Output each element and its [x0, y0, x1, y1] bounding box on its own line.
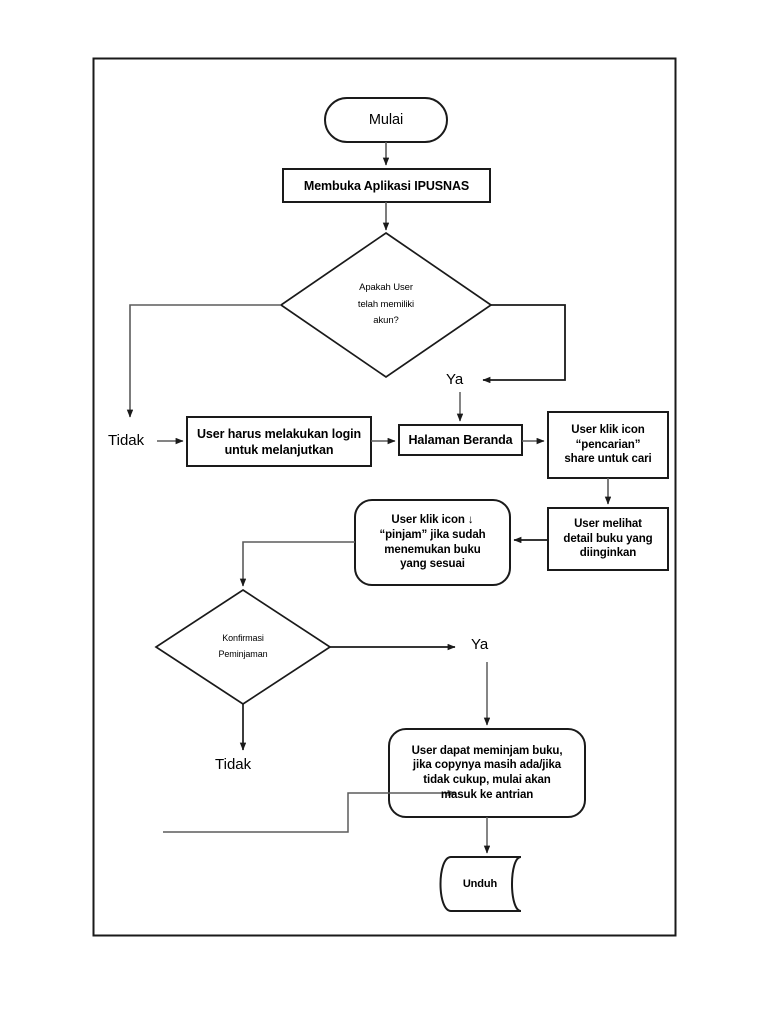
- node-shape-borrow-icon: [354, 499, 511, 586]
- node-shape-start: [324, 97, 448, 143]
- node-shape-confirm: [154, 588, 332, 706]
- node-shape-login: [186, 416, 372, 467]
- page-border: [92, 57, 677, 937]
- edge-label-tidak-bottom: Tidak: [215, 756, 252, 773]
- edge-feedback-to-borrow-result: [163, 789, 456, 833]
- node-shape-open-app: [282, 168, 491, 203]
- edge-label-ya-top: Ya: [446, 371, 464, 388]
- edge-label-ya-bottom: Ya: [471, 636, 489, 653]
- node-shape-home: [398, 424, 523, 456]
- node-shape-download: [439, 856, 522, 912]
- edge-label-tidak-top: Tidak: [108, 432, 145, 449]
- edge-borrow-icon-to-confirm: [239, 541, 355, 587]
- node-shape-detail: [547, 507, 669, 571]
- node-shape-borrow-result: [388, 728, 586, 818]
- edge-decision-ya: [482, 304, 566, 384]
- node-shape-has-account: [279, 231, 493, 379]
- edge-decision-tidak: [126, 304, 281, 418]
- node-shape-search: [547, 411, 669, 479]
